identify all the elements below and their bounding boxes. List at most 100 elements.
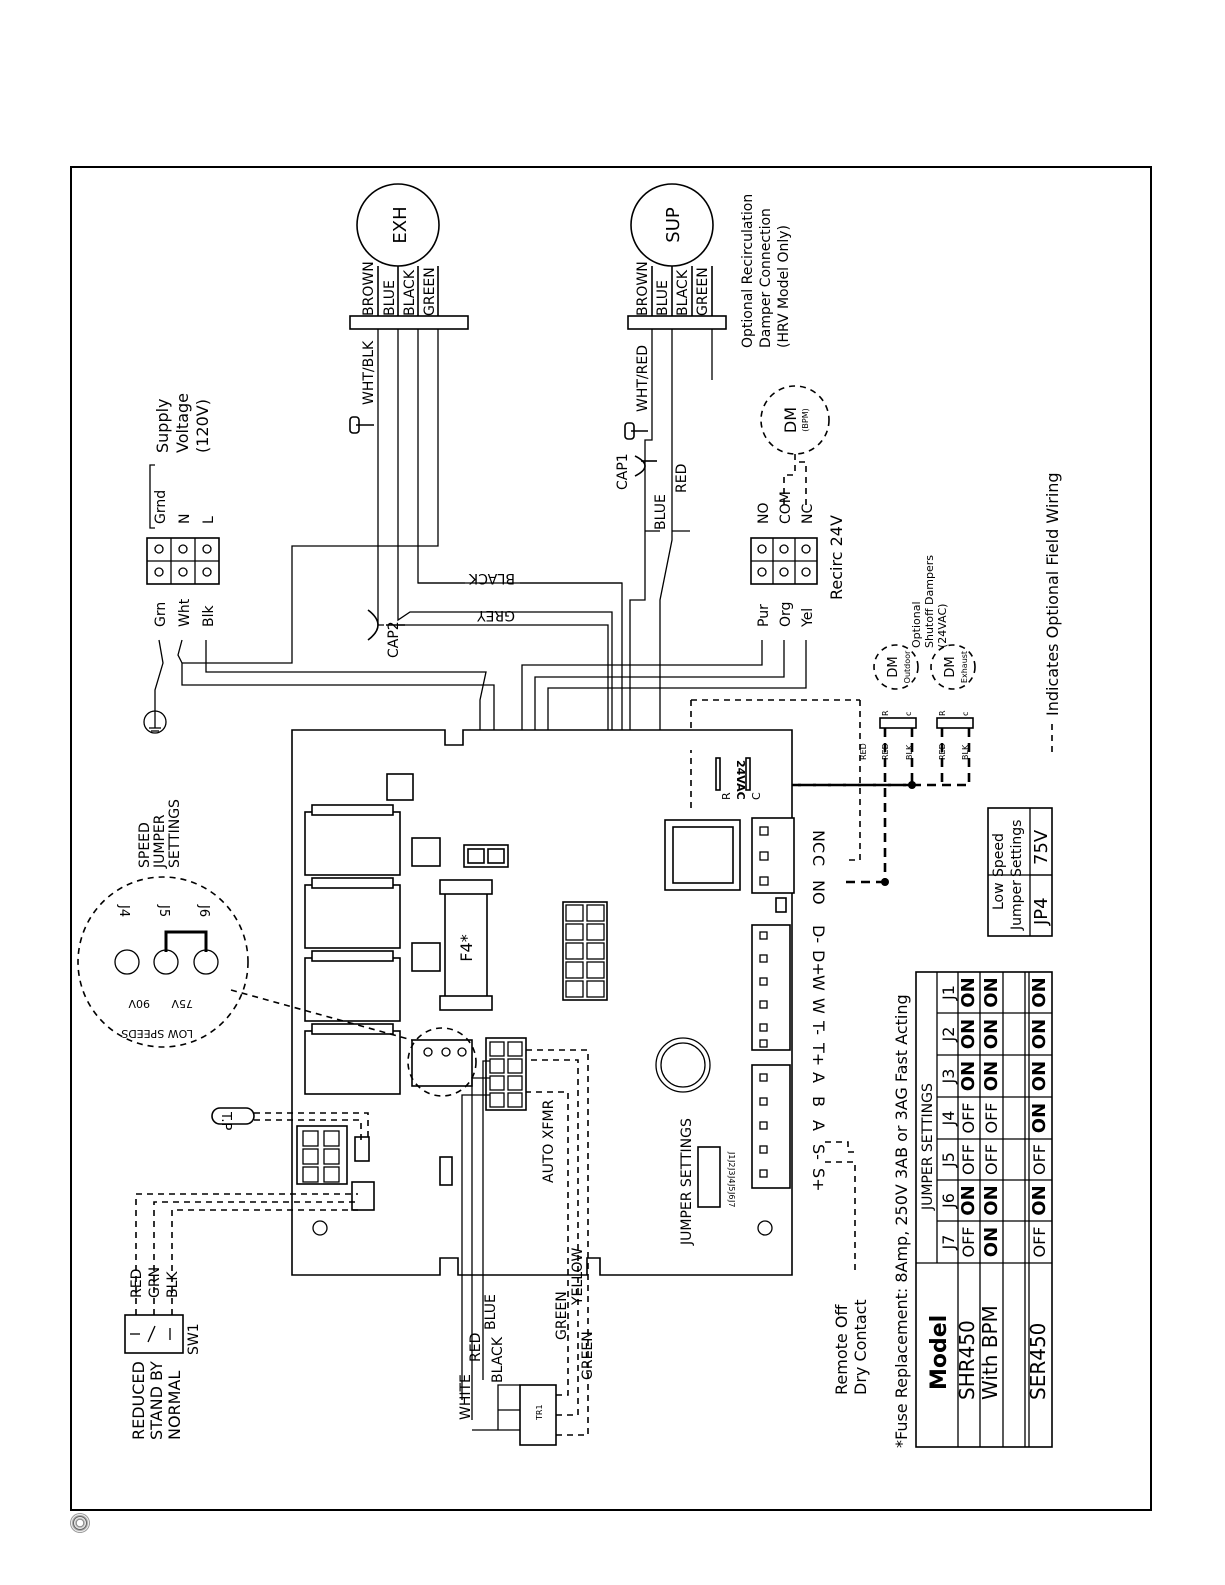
ac-pin-c: C xyxy=(750,792,763,800)
jp-j3: J3 xyxy=(727,1167,736,1175)
jt-cell: ON xyxy=(1029,977,1050,1007)
supply-code-grnd: Grnd xyxy=(153,490,169,524)
jt-model-2: SER450 xyxy=(1026,1323,1050,1400)
speed-jumper: J4 J5 J6 90V 75V LOW SPEEDS SPEED JUMPER… xyxy=(77,799,477,1097)
recirc-note-1: Optional Recirculation xyxy=(740,194,756,348)
remote-line-2: Dry Contact xyxy=(851,1299,870,1395)
jt-cell: ON xyxy=(958,977,979,1007)
jp-j4: J4 xyxy=(727,1175,736,1183)
term-s-plus: S+ xyxy=(809,1168,828,1192)
sup-motor-label: SUP xyxy=(663,207,684,243)
term-b: B xyxy=(809,1096,828,1107)
supply-terminal: Grn Wht Blk Grnd N L Supply Voltage (120… xyxy=(143,393,495,845)
dm-exhaust-sub: Exhaust xyxy=(960,651,969,683)
fuse-note: *Fuse Replacement: 8Amp, 250V 3AB or 3AG… xyxy=(892,994,911,1448)
jt-cell: ON xyxy=(981,977,1002,1007)
sup-tap-wire: WHT/RED xyxy=(635,345,651,412)
sup-wire-black: BLACK xyxy=(675,269,691,316)
supply-code-n: N xyxy=(177,514,193,524)
recirc-label: Recirc 24V xyxy=(827,515,846,600)
xfmr-blue: BLUE xyxy=(483,1294,499,1330)
exh-wire-blue: BLUE xyxy=(382,280,398,316)
jt-col-j3: J3 xyxy=(939,1069,958,1085)
remote-line-1: Remote Off xyxy=(832,1304,851,1395)
supply-wire-black: BLACK xyxy=(468,570,515,586)
jt-cell: OFF xyxy=(959,1227,978,1258)
ls-row-75v: 75V xyxy=(1031,829,1052,865)
legend-text: Indicates Optional Field Wiring xyxy=(1043,472,1062,716)
recirc-terminal: NO COM NC Pur Org Yel Recirc 24V xyxy=(521,461,846,951)
fuse-label: F4* xyxy=(457,934,476,961)
term-t-plus: T+ xyxy=(809,1042,828,1066)
sw-wire-grn: GRN xyxy=(147,1267,163,1298)
jt-cell: OFF xyxy=(1030,1144,1049,1175)
supply-title-1: Supply xyxy=(153,398,172,453)
jp-j7: J7 xyxy=(727,1199,736,1207)
recirc-note-2: Damper Connection xyxy=(758,208,774,348)
supply-code-l: L xyxy=(201,516,217,524)
dm-bpm-sub: (BPM) xyxy=(801,408,810,431)
xfmr-yellow: YELLOW xyxy=(570,1247,586,1306)
term-w-2: W xyxy=(809,998,828,1014)
jt-cell: ON xyxy=(958,1061,979,1091)
exh-motor: EXH BROWN BLUE BLACK GREEN WHT/BLK xyxy=(349,183,469,434)
recirc-wire-pur: Pur xyxy=(756,604,772,627)
ls-title-1: Low xyxy=(991,882,1007,910)
supply-title-2: Voltage xyxy=(173,393,192,453)
dm-exhaust-pin-r: R xyxy=(938,710,947,716)
relay-term-nc: NC xyxy=(809,830,828,853)
dm-exhaust-pin-c: c xyxy=(961,712,970,716)
switch-sw1: SW1 REDUCED STAND BY NORMAL RED GRN BLK xyxy=(124,1193,358,1440)
speed-pin-j6: J6 xyxy=(196,904,211,917)
ls-title-4: Settings xyxy=(1009,820,1025,877)
jt-model-0: SHR450 xyxy=(955,1320,979,1400)
sup-lead-red: RED xyxy=(674,464,690,493)
recirc-wire-org: Org xyxy=(778,602,794,627)
ls-title-2: Speed xyxy=(991,833,1007,877)
sup-lead-blue: BLUE xyxy=(653,494,669,530)
jp-j2: J2 xyxy=(727,1159,736,1167)
sw-wire-blk: BLK xyxy=(165,1271,181,1298)
jp-j6: J6 xyxy=(727,1191,736,1199)
cap2-label: CAP2 xyxy=(386,621,402,658)
speed-title-2: JUMPER xyxy=(152,814,168,869)
term-a-1: A xyxy=(809,1072,828,1083)
xfmr-black: BLACK xyxy=(490,1336,506,1383)
jt-cell: ON xyxy=(1029,1019,1050,1049)
jt-cell: OFF xyxy=(959,1144,978,1175)
jt-cell: ON xyxy=(1029,1061,1050,1091)
shutoff-blk-1: BLK xyxy=(905,744,914,760)
dm-outdoor-label: DM xyxy=(886,656,901,677)
sup-wire-brown: BROWN xyxy=(635,261,651,316)
jt-cell: OFF xyxy=(982,1103,1001,1134)
jt-cell: ON xyxy=(958,1185,979,1215)
recirc-note-3: (HRV Model Only) xyxy=(776,225,792,348)
term-d-plus: D+ xyxy=(809,950,828,976)
speed-volt-90: 90V xyxy=(128,997,150,1010)
jt-model-1: With BPM xyxy=(978,1305,1002,1400)
sw-wire-red: RED xyxy=(129,1269,145,1298)
jt-col-j4: J4 xyxy=(939,1111,958,1127)
recirc-contact-nc: NC xyxy=(800,504,816,524)
exh-wire-green: GREEN xyxy=(422,267,438,316)
supply-term-wht: Wht xyxy=(177,598,193,627)
tr1-label: TR1 xyxy=(535,1404,544,1421)
shutoff-dampers: DM Outdoor DM Exhaust Optional Shutoff D… xyxy=(690,555,976,886)
sup-wire-green: GREEN xyxy=(695,267,711,316)
speed-circle-title: LOW SPEEDS xyxy=(121,1027,193,1040)
xfmr-red: RED xyxy=(468,1333,484,1362)
speed-pin-j4: J4 xyxy=(116,904,131,917)
relay-term-c: C xyxy=(809,855,828,866)
sw-pos-normal: NORMAL xyxy=(165,1371,184,1440)
speed-volt-75: 75V xyxy=(171,997,193,1010)
jt-col-j7: J7 xyxy=(939,1235,958,1251)
exh-wire-black: BLACK xyxy=(402,269,418,316)
jt-header-model: Model xyxy=(927,1315,952,1390)
dm-exhaust-label: DM xyxy=(943,656,958,677)
supply-term-grn: Grn xyxy=(153,602,169,627)
cap1-label: CAP1 xyxy=(615,453,631,490)
dm-bpm: DM (BPM) Optional Recirculation Damper C… xyxy=(740,194,830,475)
diagram-frame xyxy=(70,166,1152,1511)
dm-outdoor-pin-c: c xyxy=(904,712,913,716)
